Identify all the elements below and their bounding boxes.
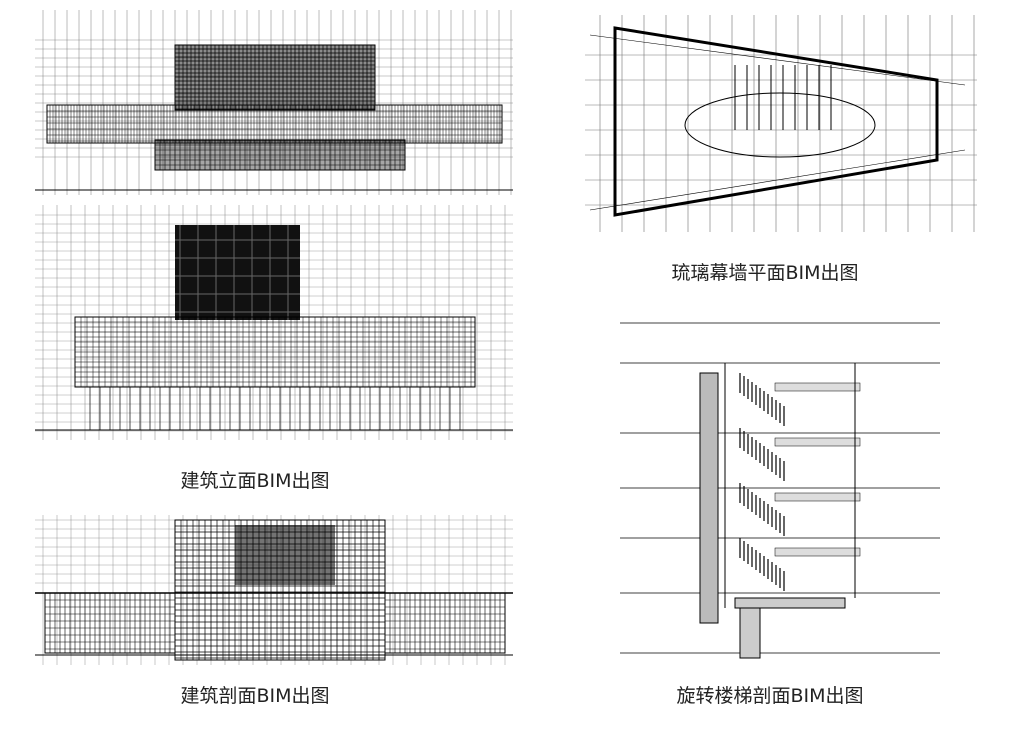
caption-spiral-stair-section: 旋转楼梯剖面BIM出图	[676, 685, 864, 707]
caption-section: 建筑剖面BIM出图	[180, 685, 330, 707]
section-drawing	[35, 515, 513, 665]
curtain-wall-plan-drawing	[585, 10, 977, 238]
spiral-stair-section-drawing	[615, 308, 945, 663]
elevation-drawing-bottom	[35, 205, 513, 440]
elevation-drawing-top	[35, 10, 513, 195]
caption-curtain-wall-plan: 琉璃幕墙平面BIM出图	[671, 262, 859, 284]
caption-elevation: 建筑立面BIM出图	[180, 470, 330, 492]
